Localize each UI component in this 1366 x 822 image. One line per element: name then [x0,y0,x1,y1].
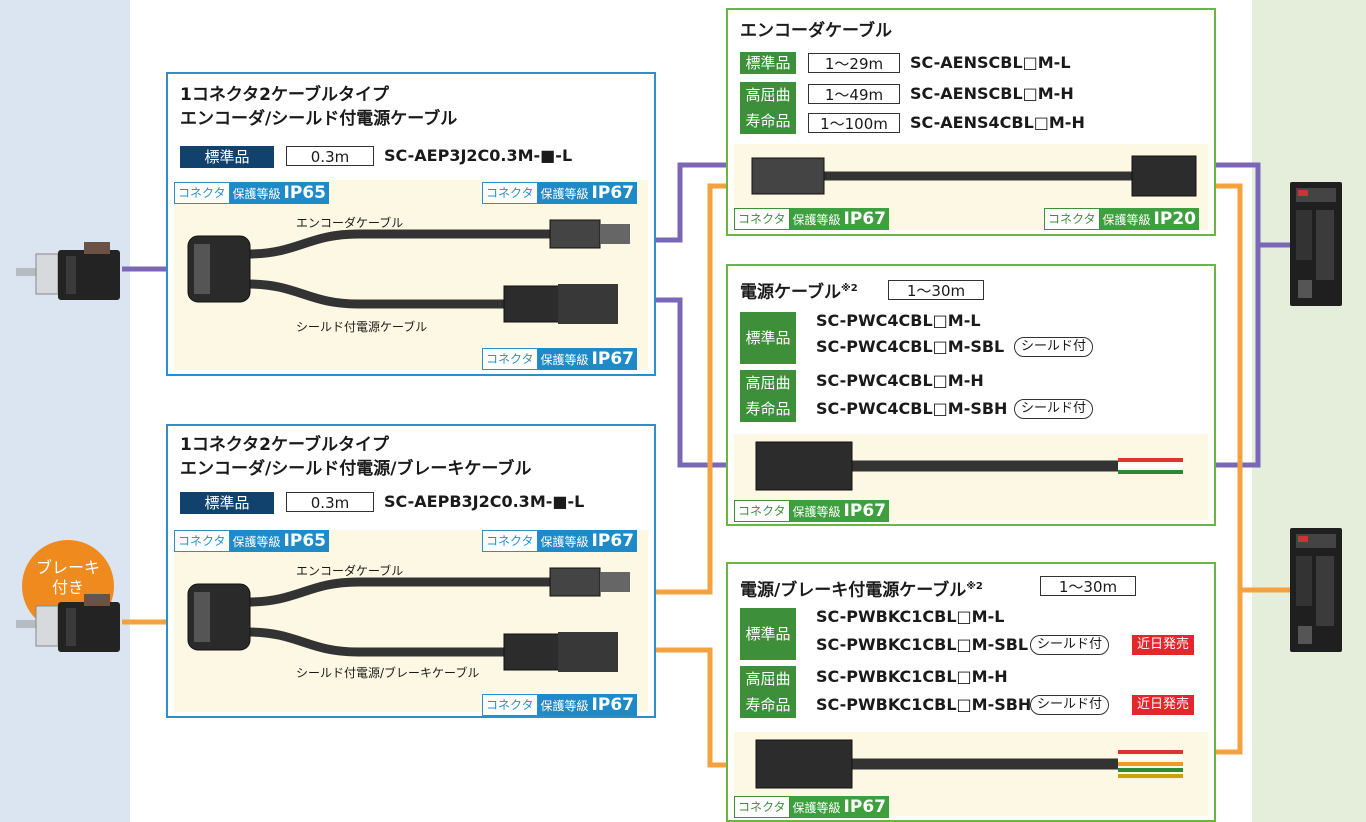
encoder-cable-image [751,155,1197,197]
power-model-2: SC-PWC4CBL□M-SBL [816,337,1005,356]
brake-model-2: SC-PWBKC1CBL□M-SBL [816,635,1029,654]
box2-title-line1: 1コネクタ2ケーブルタイプ [180,435,389,455]
box1-model: SC-AEP3J2C0.3M-■-L [384,146,573,165]
purple-line-amp-power [1214,245,1261,468]
box1-power-cable-label: シールド付電源ケーブル [296,320,428,334]
power-shield-label-2: シールド付 [1014,399,1094,419]
power-high-flex-tag: 高屈曲 寿命品 [740,370,796,422]
brake-power-cable-box: 電源/ブレーキ付電源ケーブル※2 1〜30m 標準品 SC-PWBKC1CBL□… [726,562,1216,822]
servo-amplifier-image [1290,182,1342,306]
purple-line-power [655,297,728,468]
brake-shield-label-2: シールド付 [1030,695,1110,715]
box2-model: SC-AEPB3J2C0.3M-■-L [384,492,585,511]
orange-line-amp-encoder [1214,183,1290,593]
box2-length: 0.3m [286,492,374,512]
brake-coming-soon-badge-2: 近日発売 [1132,695,1195,715]
power-cable-box: 電源ケーブル※2 1〜30m 標準品 SC-PWC4CBL□M-L SC-PWC… [726,264,1216,526]
one-connector-power-cable-box: 1コネクタ2ケーブルタイプ エンコーダ/シールド付電源ケーブル 標準品 0.3m… [166,72,656,376]
brake-badge-line2: 付き [51,578,84,597]
brake-model-4: SC-PWBKC1CBL□M-SBH [816,695,1032,714]
servo-amplifier-image-2 [1290,528,1342,652]
box1-standard-tag: 標準品 [180,146,274,168]
brake-model-3: SC-PWBKC1CBL□M-H [816,667,1008,686]
brake-cable-image [755,739,1183,789]
servo-motor-image [16,242,120,300]
power-model-1: SC-PWC4CBL□M-L [816,311,981,330]
servo-motor-brake-image [16,594,120,652]
brake-model-1: SC-PWBKC1CBL□M-L [816,607,1005,626]
power-title: 電源ケーブル※2 [740,282,858,303]
purple-line-amp-encoder [1214,162,1290,248]
orange-line-brake [655,647,728,768]
encoder-length-1: 1〜29m [808,53,900,73]
box2-standard-tag: 標準品 [180,492,274,514]
brake-standard-tag: 標準品 [740,608,796,660]
box1-length: 0.3m [286,146,374,166]
power-shield-label-1: シールド付 [1014,337,1094,357]
encoder-model-1: SC-AENSCBL□M-L [910,53,1071,72]
one-connector-brake-cable-box: 1コネクタ2ケーブルタイプ エンコーダ/シールド付電源/ブレーキケーブル 標準品… [166,424,656,718]
box2-cable-image [187,567,630,672]
box1-cable-image [187,219,630,324]
power-standard-tag: 標準品 [740,312,796,364]
encoder-length-3: 1〜100m [808,113,900,133]
box1-encoder-cable-label: エンコーダケーブル [296,216,404,230]
encoder-standard-tag: 標準品 [740,52,796,74]
box2-title-line2: エンコーダ/シールド付電源/ブレーキケーブル [180,459,532,479]
encoder-title: エンコーダケーブル [740,21,892,41]
box1-title-line2: エンコーダ/シールド付電源ケーブル [180,109,458,129]
box1-title-line1: 1コネクタ2ケーブルタイプ [180,85,389,105]
brake-length: 1〜30m [1040,576,1136,596]
power-cable-image [755,441,1183,491]
purple-line-encoder [655,162,728,243]
encoder-model-3: SC-AENS4CBL□M-H [910,113,1085,132]
box2-brake-cable-label: シールド付電源/ブレーキケーブル [296,666,480,680]
amplifier-column [1252,0,1366,822]
encoder-cable-box: エンコーダケーブル 標準品 1〜29m SC-AENSCBL□M-L 高屈曲 寿… [726,8,1216,236]
orange-line-encoder [655,183,728,595]
encoder-model-2: SC-AENSCBL□M-H [910,84,1074,103]
box2-encoder-cable-label: エンコーダケーブル [296,564,404,578]
encoder-high-flex-tag: 高屈曲 寿命品 [740,82,796,134]
brake-badge-line1: ブレーキ [35,558,100,577]
power-length: 1〜30m [888,280,984,300]
brake-coming-soon-badge-1: 近日発売 [1132,635,1195,655]
power-model-3: SC-PWC4CBL□M-H [816,371,984,390]
brake-shield-label-1: シールド付 [1030,635,1110,655]
power-model-4: SC-PWC4CBL□M-SBH [816,399,1008,418]
motor-column [0,0,130,822]
brake-title: 電源/ブレーキ付電源ケーブル※2 [740,580,983,601]
encoder-length-2: 1〜49m [808,84,900,104]
brake-high-flex-tag: 高屈曲 寿命品 [740,666,796,718]
connector-kind: コネクタ [174,182,230,204]
orange-line-amp-brake [1214,590,1243,755]
